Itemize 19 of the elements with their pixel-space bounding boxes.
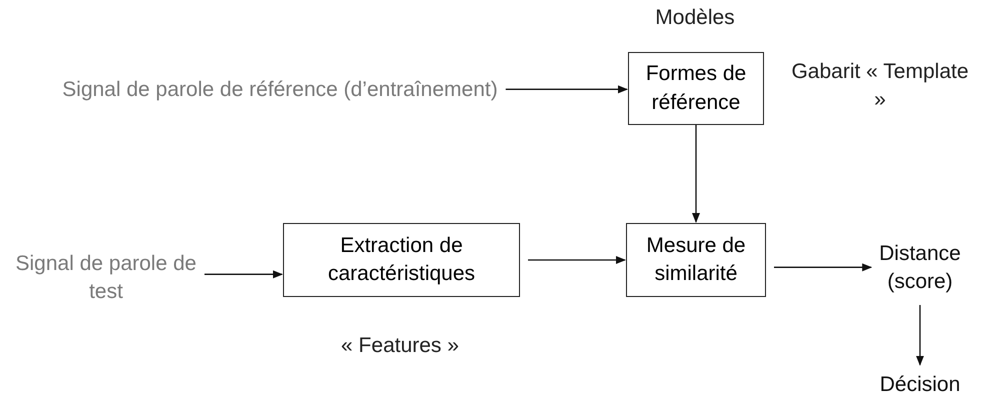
arrow bbox=[506, 85, 628, 94]
output-label: Décision bbox=[862, 370, 978, 400]
arrow bbox=[528, 256, 626, 264]
process-box bbox=[283, 223, 520, 297]
arrow bbox=[692, 125, 700, 223]
process-box bbox=[626, 223, 766, 297]
arrow bbox=[916, 305, 924, 366]
annotation: « Features » bbox=[340, 333, 460, 359]
arrow bbox=[204, 270, 283, 278]
process-box bbox=[628, 52, 764, 125]
input-label: Signal de parole de référence (d’entraînement) bbox=[30, 72, 530, 108]
annotation: Modèles bbox=[654, 5, 736, 31]
box-label: Formes de référence bbox=[644, 61, 748, 116]
box-label: Mesure de similarité bbox=[645, 232, 747, 287]
annotation: Gabarit « Template » bbox=[790, 59, 970, 114]
box-label: Extraction de caractéristiques bbox=[326, 232, 476, 287]
input-label: Signal de parole de test bbox=[8, 248, 204, 308]
arrow bbox=[774, 263, 872, 272]
output-label: Distance (score) bbox=[862, 238, 978, 298]
